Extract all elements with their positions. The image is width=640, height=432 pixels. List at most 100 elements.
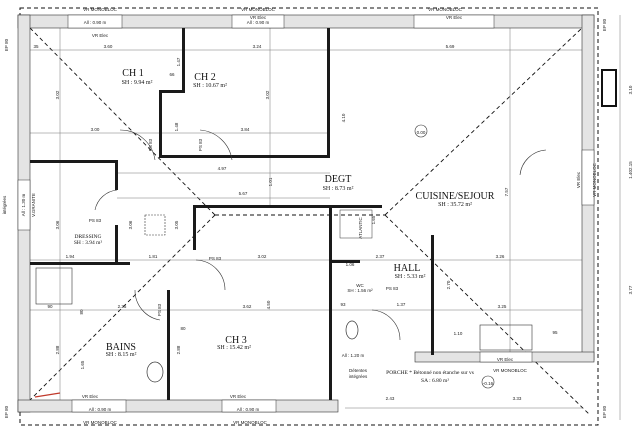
room-area-dressing: SH : 3.94 m² bbox=[74, 240, 103, 246]
label-ps83-ch3: PS 83 bbox=[209, 256, 222, 261]
dim: 4.10 bbox=[341, 113, 346, 122]
window-sejour-top bbox=[413, 14, 495, 29]
dimension-labels: 3.60 3.24 5.69 3.00 3.84 3.02 3.02 1.47 … bbox=[33, 44, 633, 401]
window-kitchen bbox=[479, 351, 533, 363]
window-ch2 bbox=[231, 14, 285, 29]
room-name-ch2: CH 2 bbox=[194, 72, 215, 83]
dim: 3.62 bbox=[243, 304, 252, 309]
level-marker bbox=[414, 124, 428, 138]
label-ps83-bains: PS 83 bbox=[157, 303, 162, 316]
room-area-ch3: SH : 15.42 m² bbox=[217, 345, 251, 351]
label-ps83-dressing: PS 83 bbox=[89, 218, 102, 223]
toilet bbox=[345, 320, 359, 340]
dim: 3.02 bbox=[55, 90, 60, 99]
dim: 3.26 bbox=[496, 254, 505, 259]
dim: 1.06 bbox=[346, 262, 355, 267]
label-vr-monobloc-3: VR MONOBLOC bbox=[428, 7, 463, 12]
dim: 1.94 bbox=[66, 254, 75, 259]
label-vr-elec-ch1: VR Elec bbox=[92, 33, 109, 38]
room-name-hall: HALL bbox=[394, 263, 421, 274]
dim: 1.01 bbox=[268, 177, 273, 186]
label-integrees: intégrées bbox=[2, 195, 7, 214]
label-ps83-ch2: PS 83 bbox=[198, 138, 203, 151]
dim: 1.402.15 bbox=[628, 161, 633, 179]
level-000: 0.00 bbox=[417, 130, 426, 135]
label-all-dressing: All : 1.30 m bbox=[21, 193, 26, 216]
red-arrow-icon bbox=[34, 392, 61, 398]
label-vr-elec-ch2: VR Elec bbox=[250, 15, 267, 20]
water-heater bbox=[339, 209, 373, 239]
window-bains bbox=[71, 399, 127, 413]
window-dressing bbox=[17, 179, 31, 231]
kitchen-sink bbox=[479, 324, 533, 351]
dim: 3.60 bbox=[104, 44, 113, 49]
label-vr-elec-bains: VR Elec bbox=[82, 394, 99, 399]
downpipe-box bbox=[601, 69, 617, 107]
dim: 2.88 bbox=[176, 345, 181, 354]
washbasin bbox=[146, 361, 164, 383]
label-vr-monobloc-1: VR MONOBLOC bbox=[83, 7, 118, 12]
label-all-wc: All : 1.20 m bbox=[342, 353, 365, 358]
label-atlantic: ATLANTIC bbox=[358, 217, 363, 239]
dim: 5.67 bbox=[239, 191, 248, 196]
label-vr-elec-side: VR Elec bbox=[576, 171, 581, 188]
dim: 3.00 bbox=[91, 127, 100, 132]
label-vr-monobloc-6: VR MONOBLOC bbox=[493, 368, 528, 373]
room-area-wc: SH : 1.56 m² bbox=[347, 288, 373, 293]
roof-hips bbox=[29, 27, 591, 416]
attic-hatch bbox=[144, 214, 166, 236]
shower bbox=[35, 267, 73, 305]
level-marker-porch bbox=[481, 375, 495, 389]
dim: 2.88 bbox=[55, 345, 60, 354]
label-detentes: Détentes bbox=[349, 368, 368, 373]
window-ch1 bbox=[67, 14, 123, 29]
dim: 3.02 bbox=[265, 90, 270, 99]
label-all-ch1: All : 0.90 m bbox=[84, 20, 107, 25]
dim: 80 bbox=[180, 326, 186, 331]
room-area-ch2: SH : 10.67 m² bbox=[193, 83, 227, 89]
dim: 1.48 bbox=[174, 122, 179, 131]
room-name-ch3: CH 3 bbox=[225, 335, 246, 346]
room-name-ch1: CH 1 bbox=[122, 68, 143, 79]
dim: 95 bbox=[552, 330, 558, 335]
dim: 1.37 bbox=[397, 302, 406, 307]
dim: 3.77 bbox=[628, 285, 633, 294]
dim: 4.97 bbox=[218, 166, 227, 171]
label-ps83-ch1: PS 83 bbox=[148, 138, 153, 151]
label-v-granite: V.GRANITE bbox=[31, 193, 36, 217]
label-all-bains: All : 0.90 m bbox=[89, 407, 112, 412]
dim: 2.25 bbox=[118, 304, 127, 309]
dim: 7.57 bbox=[504, 187, 509, 196]
room-area-hall: SH : 5.33 m² bbox=[395, 274, 426, 280]
dim: 2.37 bbox=[376, 254, 385, 259]
label-ep80-tr: EP 80 bbox=[602, 18, 607, 31]
label-ps83-hall: PS 83 bbox=[386, 286, 399, 291]
label-all-ch3: All : 0.90 m bbox=[237, 407, 260, 412]
roof-outline bbox=[19, 7, 599, 426]
level-016: -0.16 bbox=[483, 381, 494, 386]
label-vr-monobloc-5: VR MONOBLOC bbox=[233, 420, 268, 425]
windows bbox=[17, 14, 617, 413]
dimension-lines bbox=[30, 15, 621, 420]
room-area-bains: SH : 8.15 m² bbox=[106, 352, 137, 358]
window-sejour-side bbox=[581, 149, 595, 206]
dim: 80 bbox=[79, 309, 84, 315]
dim: 3.24 bbox=[253, 44, 262, 49]
dim: 1.81 bbox=[149, 254, 158, 259]
dim: 3.06 bbox=[55, 220, 60, 229]
dim: 3.33 bbox=[513, 396, 522, 401]
label-ep80-bl: EP 80 bbox=[4, 405, 9, 418]
room-name-dressing: DRESSING bbox=[75, 234, 102, 240]
room-name-wc: WC bbox=[356, 283, 364, 288]
dim: 3.05 bbox=[174, 220, 179, 229]
room-name-degt: DEGT bbox=[325, 174, 352, 185]
room-name-cuisine-sejour: CUISINE/SEJOUR bbox=[416, 191, 495, 202]
dim: 1.47 bbox=[176, 57, 181, 66]
dim: 4.50 bbox=[266, 300, 271, 309]
dim: 3.10 bbox=[628, 85, 633, 94]
dim: 1.65 bbox=[371, 215, 376, 224]
dim: 35 bbox=[33, 44, 39, 49]
room-area-degt: SH : 8.73 m² bbox=[323, 186, 354, 192]
dim: 3.06 bbox=[128, 220, 133, 229]
